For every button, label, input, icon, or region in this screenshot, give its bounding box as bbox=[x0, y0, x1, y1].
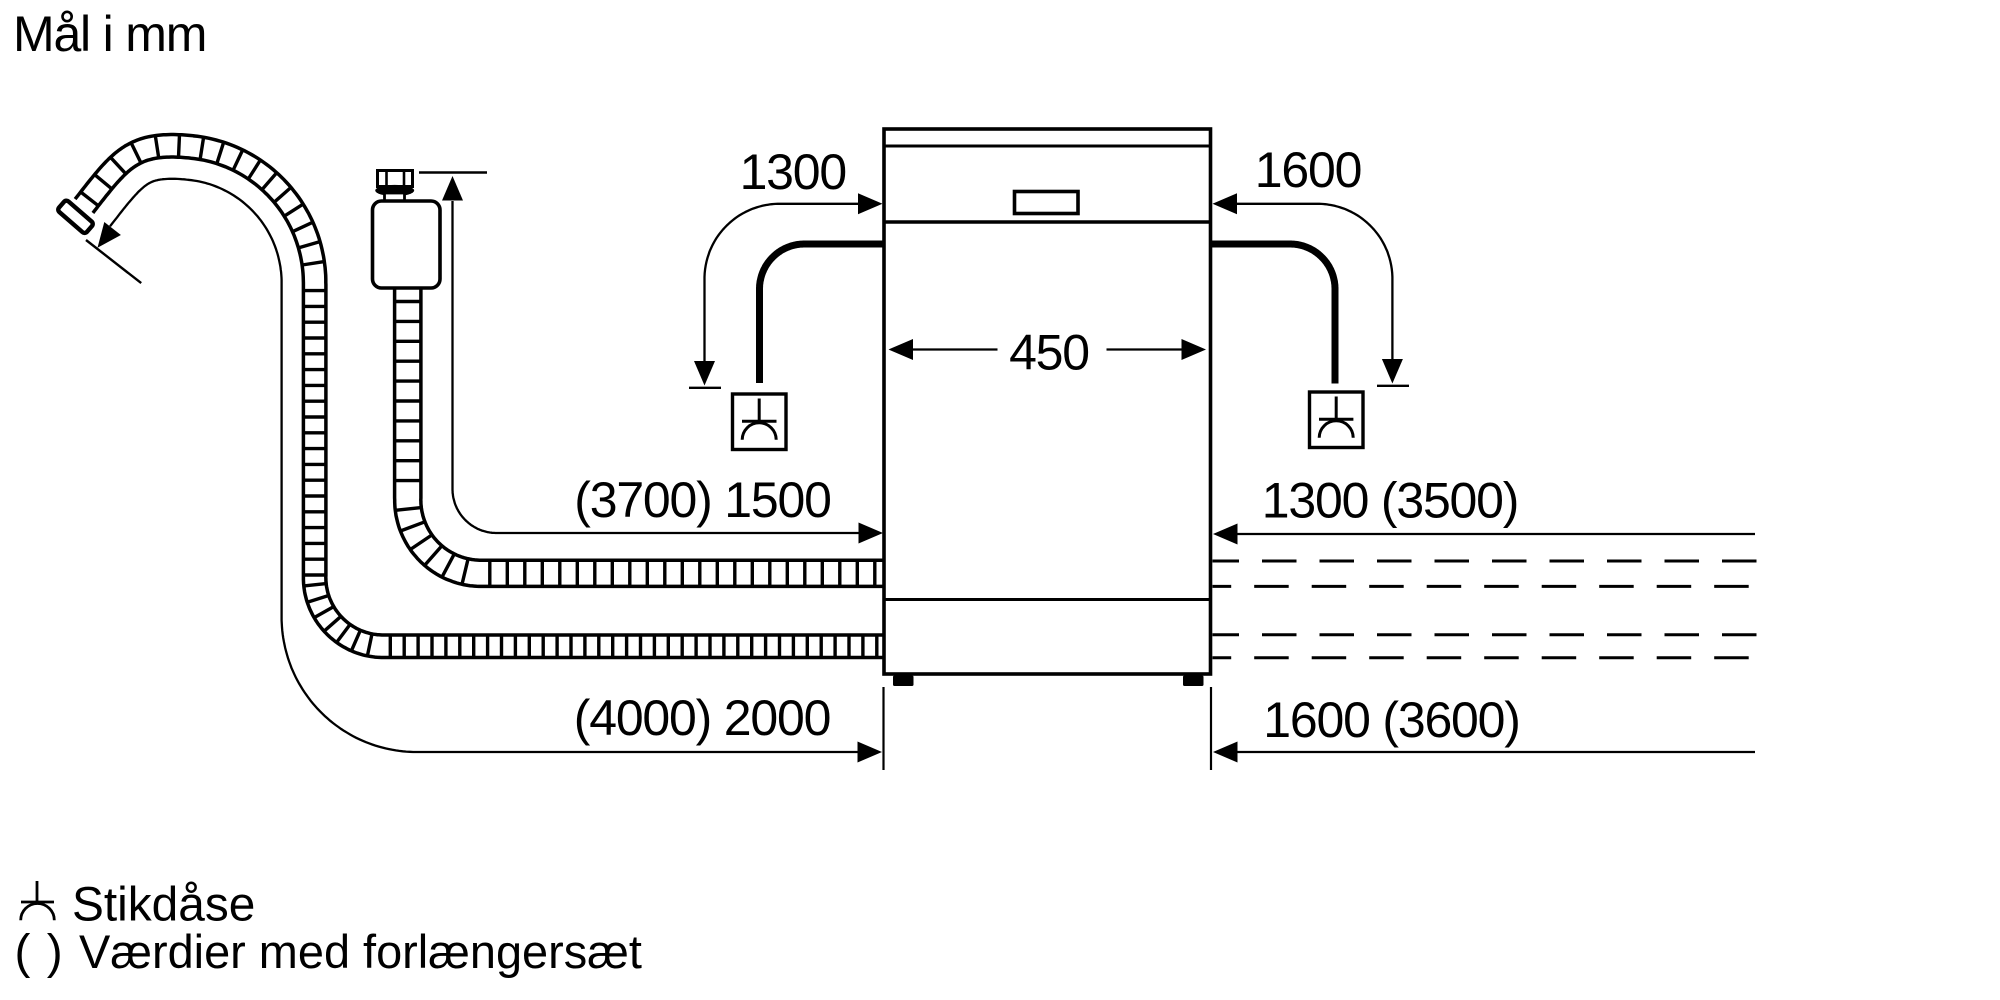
svg-text:Værdier med forlængersæt: Værdier med forlængersæt bbox=[79, 926, 642, 978]
svg-text:): ) bbox=[47, 926, 63, 979]
svg-text:(3700) 1500: (3700) 1500 bbox=[574, 472, 830, 528]
svg-text:(4000) 2000: (4000) 2000 bbox=[574, 690, 830, 746]
svg-text:1300: 1300 bbox=[740, 144, 846, 200]
svg-text:Stikdåse: Stikdåse bbox=[72, 879, 255, 932]
svg-text:450: 450 bbox=[1009, 325, 1089, 381]
svg-text:(: ( bbox=[15, 926, 31, 979]
svg-text:1600: 1600 bbox=[1255, 142, 1361, 198]
svg-text:1600 (3600): 1600 (3600) bbox=[1263, 692, 1519, 748]
svg-text:1300 (3500): 1300 (3500) bbox=[1262, 473, 1518, 529]
svg-text:Mål i mm: Mål i mm bbox=[13, 6, 206, 62]
